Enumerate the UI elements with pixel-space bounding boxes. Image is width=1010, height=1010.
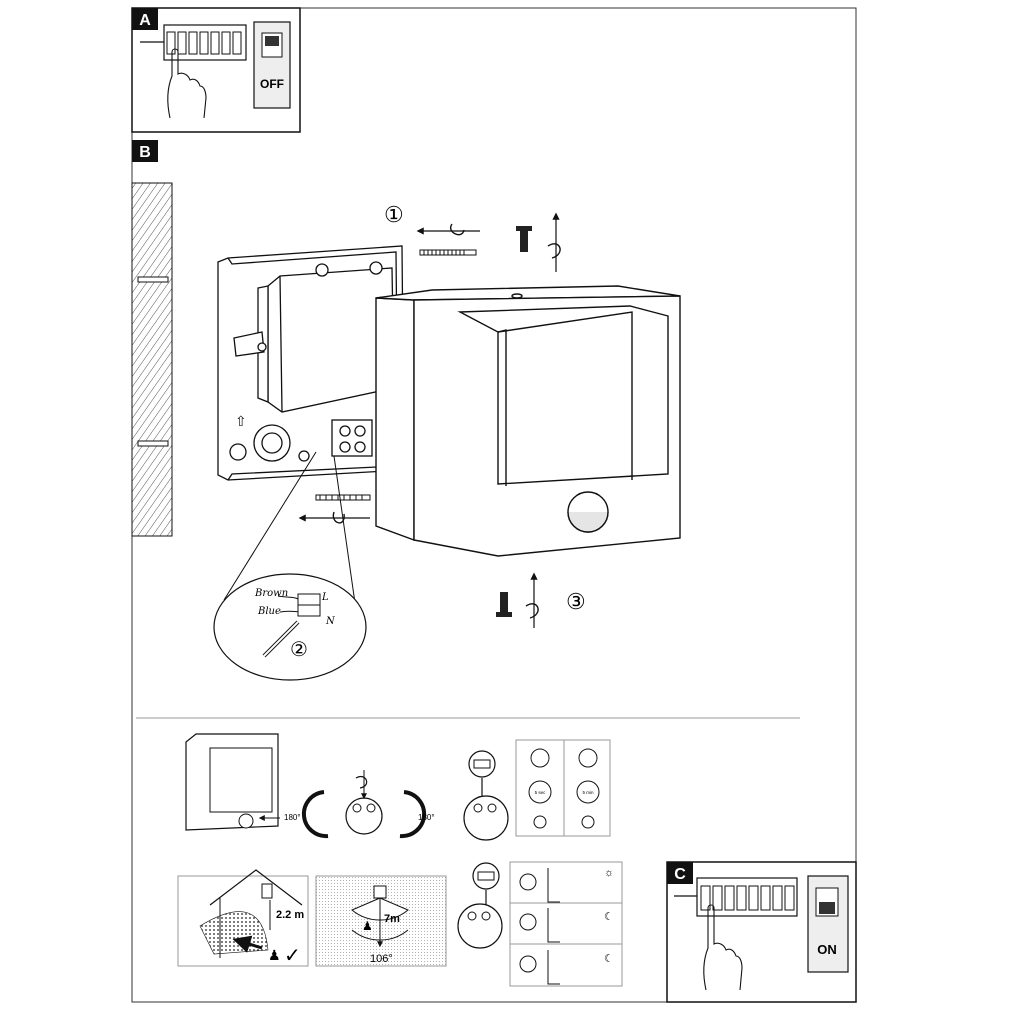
step-2-number: ② [290, 639, 308, 661]
step-b-label: B [139, 144, 151, 161]
clock-short-icon [528, 780, 552, 804]
person-icon: ♟ [268, 947, 281, 963]
step-a-tag [132, 8, 158, 30]
timer-long-label: 5 min [582, 790, 594, 795]
wall-section [131, 182, 173, 537]
step-a-label: A [139, 12, 151, 29]
step-c-tag [667, 862, 693, 884]
person-range-icon: ♟ [362, 919, 373, 933]
moon-icon-2: ☾ [604, 953, 614, 965]
terminal-block [331, 419, 373, 457]
wire-blue-label: Blue [257, 606, 281, 617]
bulb-off-icon [533, 815, 547, 829]
screwdriver-icon [262, 620, 300, 658]
long-screw-icon [419, 249, 477, 256]
svg-text:⇧: ⇧ [235, 413, 247, 429]
step-1-fixing: ① [384, 202, 561, 272]
clock-long-icon [576, 780, 600, 804]
wire-neutral-label: N [325, 616, 336, 627]
bulb-on-icon [581, 815, 595, 829]
switch-on-label: ON [817, 942, 837, 957]
angle-label: 106° [370, 953, 393, 965]
lower-fixing [298, 494, 371, 524]
wire-brown-label: Brown [254, 588, 288, 599]
step-3-number: ③ [566, 589, 586, 614]
step-3-fixing: ③ [496, 572, 586, 628]
step-b-tag [132, 140, 158, 162]
range-label: 7m [384, 913, 400, 925]
check-icon: ✓ [284, 945, 301, 967]
switch-off-label: OFF [260, 77, 284, 91]
lux-adjust-diagram: ☼ ☾ ☾ [457, 861, 623, 987]
sensor-rotation-diagram: 180° 180° [185, 733, 435, 839]
rotation-right-label: 180° [418, 813, 435, 822]
panel-c-power-on: C ON [666, 861, 857, 1003]
switch-box-on [807, 875, 849, 973]
mounting-height-diagram: 2.2 m ♟ ✓ [177, 869, 309, 967]
sun-icon: ☼ [604, 867, 614, 879]
detection-range-diagram: 7m ♟ 106° [315, 875, 447, 967]
rotate-left-arrow-icon [301, 790, 329, 839]
set-screw-icon [516, 226, 532, 252]
timer-adjust-diagram: 5 sec 5 min [463, 739, 611, 841]
luminaire-housing [375, 285, 681, 557]
rotation-left-label: 180° [284, 813, 301, 822]
panel-a-power-off: A OFF [131, 7, 301, 133]
bottom-screw-icon [496, 592, 512, 617]
rotate-right-arrow-icon [399, 790, 427, 839]
step-c-label: C [674, 866, 686, 883]
wire-live-label: L [321, 592, 329, 603]
hand-icon [167, 48, 207, 119]
wiring-callout: Brown Blue L N ② [213, 451, 367, 681]
step-1-number: ① [384, 202, 404, 227]
moon-icon: ☾ [604, 911, 614, 923]
hand-on-icon [703, 904, 743, 991]
mount-height-label: 2.2 m [276, 909, 304, 921]
timer-short-label: 5 sec [535, 790, 547, 795]
